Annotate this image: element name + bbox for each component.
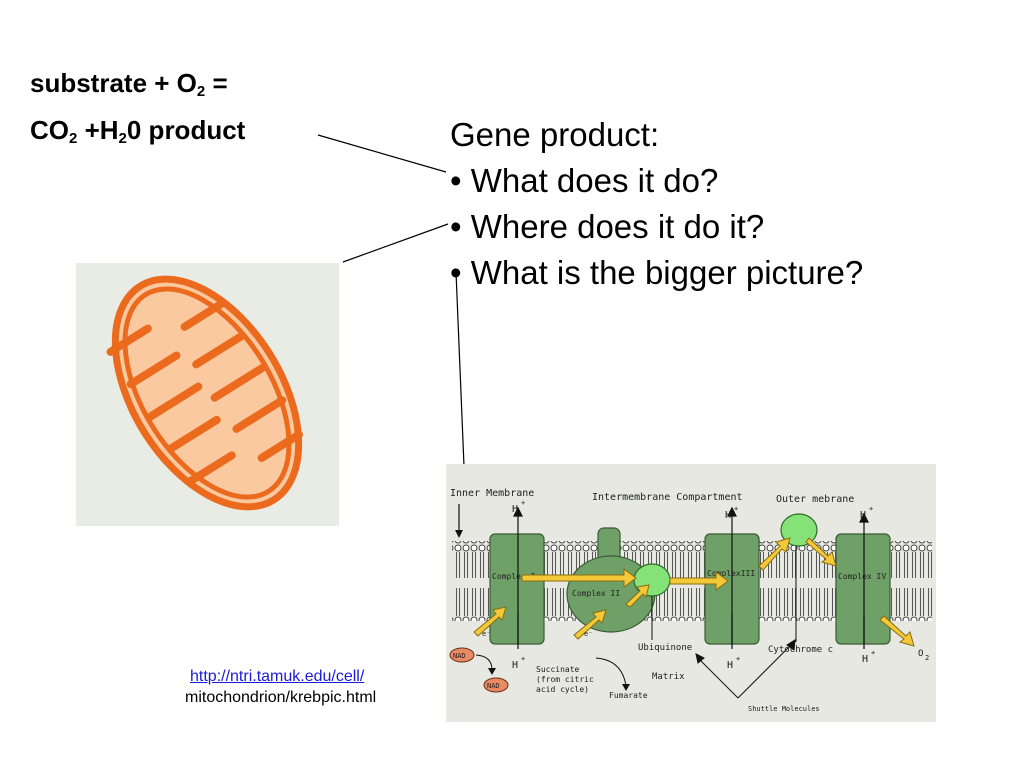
matrix-label: Matrix (652, 672, 685, 682)
complex-1-label: Complex I (492, 572, 536, 581)
h-plus-sup-3: + (869, 505, 873, 513)
equation-part: = (205, 68, 228, 98)
electron-flow-arrows (473, 537, 915, 647)
question-bigger-picture: • What is the bigger picture? (450, 254, 864, 291)
inner-membrane-pointer-head (455, 530, 463, 538)
connector-line-what (317, 134, 447, 173)
equation-part: 0 product (126, 115, 246, 145)
equation-part: +H (77, 115, 119, 145)
ubiquinone-label: Ubiquinone (638, 643, 692, 653)
electron-label-2: e⁻ (584, 630, 592, 638)
gene-product-questions: Gene product: • What does it do? • Where… (450, 112, 863, 296)
equation-line-1: substrate + O2 = (30, 64, 245, 111)
equation-subscript: 2 (118, 130, 127, 147)
h-plus-label-6: H (862, 654, 868, 665)
h-plus-sup-2: + (734, 505, 738, 513)
h-plus-sup-1: + (521, 499, 525, 507)
equation-part: CO (30, 115, 69, 145)
succinate-label: Succinate (536, 665, 580, 674)
equation-line-2: CO2 +H20 product (30, 111, 245, 158)
cytochrome-c-label: Cytochrome c (768, 645, 833, 655)
electron-transport-chain-image: Inner Membrane Intermembrane Compartment… (446, 464, 936, 722)
inner-membrane-label: Inner Membrane (450, 488, 534, 499)
complex-3-label: ComplexIII (707, 569, 755, 578)
source-path: mitochondrion/krebpic.html (185, 689, 377, 706)
fumarate-arrow (595, 657, 627, 687)
outer-membrane-label: Outer mebrane (776, 494, 854, 505)
oxygen-label: O (918, 649, 923, 659)
mitochondrion-cristae (106, 299, 304, 485)
mitochondrion-image (76, 263, 339, 526)
mitochondrion-inner-membrane (122, 286, 292, 500)
shuttle-molecules-label: Shuttle Molecules (748, 705, 820, 713)
intermembrane-label: Intermembrane Compartment (592, 492, 743, 503)
fumarate-label: Fumarate (609, 691, 648, 700)
connector-line-bigger-picture (455, 271, 465, 467)
complex-4-label: Complex IV (838, 572, 886, 581)
equation-part: substrate + O (30, 68, 197, 98)
complex-4 (835, 533, 891, 645)
succinate-label-3: acid cycle) (536, 685, 589, 694)
mitochondrion-outer-membrane (111, 275, 303, 511)
equation-subscript: 2 (196, 83, 206, 100)
nad-conversion-arrow-head (488, 668, 496, 675)
nad-label-1: NAD (453, 652, 466, 660)
succinate-label-2: (from citric (536, 675, 594, 684)
electron-label-1: e⁻ (482, 630, 490, 638)
question-what: • What does it do? (450, 162, 719, 199)
equation-subscript: 2 (69, 130, 78, 147)
question-where: • Where does it do it? (450, 208, 765, 245)
connector-line-where (342, 223, 449, 263)
h-plus-label-5: H (727, 660, 733, 671)
mitochondrion-illustration (106, 275, 304, 511)
h-plus-label-4: H (512, 660, 518, 671)
shuttle-pointers (695, 639, 796, 699)
nad-conversion-arrow (475, 654, 493, 671)
questions-heading: Gene product: (450, 116, 660, 153)
nad-molecule-1 (449, 647, 475, 663)
electron-transport-diagram: Inner Membrane Intermembrane Compartment… (449, 488, 932, 713)
proton-arrows (513, 506, 869, 649)
complex-1 (489, 533, 545, 645)
nad-molecule-2 (483, 677, 509, 693)
source-link[interactable]: http://ntri.tamuk.edu/cell/ (190, 668, 365, 685)
equation-text: substrate + O2 = CO2 +H20 product (30, 64, 245, 158)
h-plus-sup-5: + (736, 655, 740, 663)
h-plus-sup-4: + (521, 655, 525, 663)
h-plus-sup-6: + (871, 649, 875, 657)
fumarate-arrow-head (622, 684, 630, 691)
h-plus-label-2: H (725, 510, 731, 521)
complex-2-label: Complex II (572, 589, 620, 598)
nad-label-2: NAD (487, 682, 500, 690)
oxygen-subscript: 2 (925, 654, 929, 662)
h-plus-label-1: H (512, 504, 518, 515)
h-plus-label-3: H (860, 510, 866, 521)
